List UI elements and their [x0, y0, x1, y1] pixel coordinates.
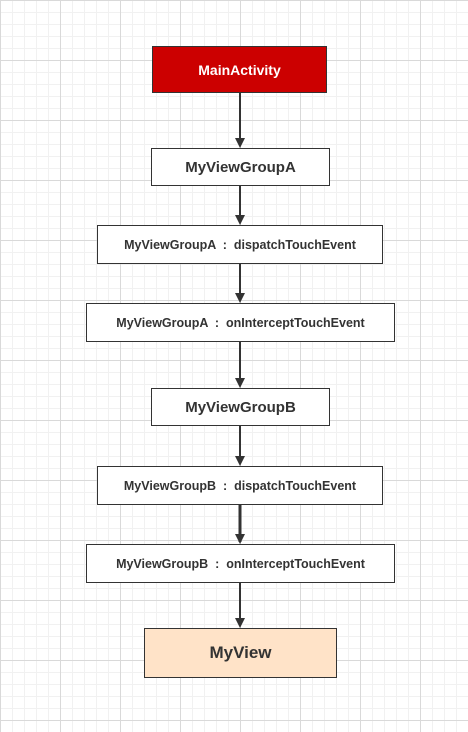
node-main-activity[interactable]: MainActivity [152, 46, 327, 93]
node-my-view-group-b[interactable]: MyViewGroupB [151, 388, 330, 426]
node-my-view[interactable]: MyView [144, 628, 337, 678]
node-group-a-dispatch-touch-event[interactable]: MyViewGroupA : dispatchTouchEvent [97, 225, 383, 264]
node-my-view-group-a[interactable]: MyViewGroupA [151, 148, 330, 186]
node-group-b-dispatch-touch-event[interactable]: MyViewGroupB : dispatchTouchEvent [97, 466, 383, 505]
node-group-b-on-intercept-touch-event[interactable]: MyViewGroupB : onInterceptTouchEvent [86, 544, 395, 583]
node-group-a-on-intercept-touch-event[interactable]: MyViewGroupA : onInterceptTouchEvent [86, 303, 395, 342]
